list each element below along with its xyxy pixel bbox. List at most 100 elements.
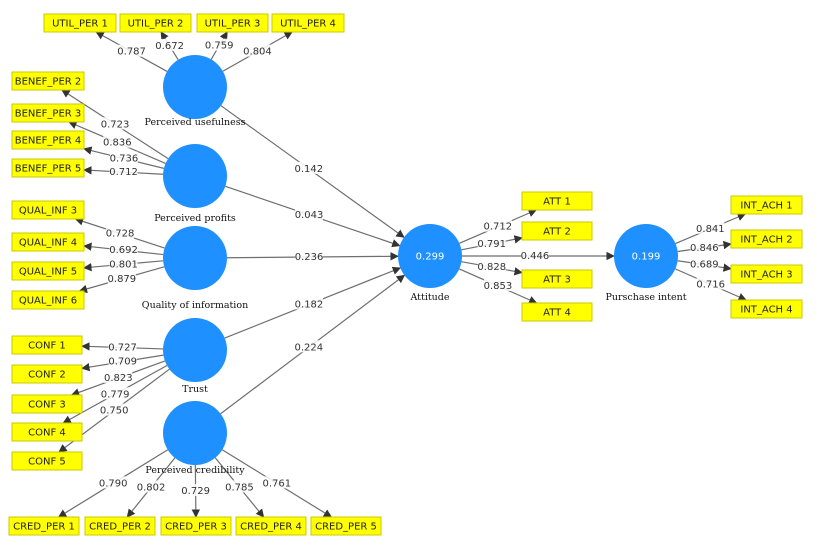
indicator-benef-per-4[interactable]: BENEF_PER 4: [11, 130, 85, 150]
indicator-label: UTIL_PER 1: [52, 19, 108, 30]
indicator-att-3[interactable]: ATT 3: [521, 269, 593, 289]
indicator-box: [11, 335, 83, 355]
indicator-qual-inf-3[interactable]: QUAL_INF 3: [11, 200, 85, 220]
indicator-att-4[interactable]: ATT 4: [521, 302, 593, 322]
indicator-qual-inf-6[interactable]: QUAL_INF 6: [11, 290, 85, 310]
loading-qual-inf-6-weight: 0.879: [108, 274, 137, 285]
indicator-att-2[interactable]: ATT 2: [521, 221, 593, 241]
indicator-box: [11, 364, 83, 384]
indicator-qual-inf-4[interactable]: QUAL_INF 4: [11, 232, 85, 252]
r-squared-value: 0.199: [632, 252, 661, 263]
loading-conf-5-weight: 0.750: [100, 406, 129, 417]
indicator-box: [11, 394, 83, 414]
indicator-conf-2[interactable]: CONF 2: [11, 364, 83, 384]
indicator-int-ach-1[interactable]: INT_ACH 1: [730, 195, 803, 215]
indicator-label: UTIL_PER 4: [280, 19, 336, 30]
indicator-util-per-1[interactable]: UTIL_PER 1: [43, 13, 117, 33]
loading-att-3-weight: 0.828: [477, 262, 506, 273]
loading-cred-per-4-weight-bg: [225, 480, 254, 493]
path-att-pi-weight: 0.446: [521, 251, 550, 262]
path-pc-att-weight: 0.224: [295, 342, 324, 353]
indicator-int-ach-3[interactable]: INT_ACH 3: [730, 264, 803, 284]
indicator-label: ATT 3: [543, 275, 571, 286]
path-pu-att-weight-bg: [294, 161, 323, 174]
indicator-cred-per-4[interactable]: CRED_PER 4: [235, 516, 307, 536]
latent-perceived-credibility[interactable]: Perceived credibility: [145, 401, 245, 476]
indicator-int-ach-2[interactable]: INT_ACH 2: [730, 229, 803, 249]
indicator-cred-per-5[interactable]: CRED_PER 5: [310, 516, 382, 536]
indicator-att-1[interactable]: ATT 1: [521, 191, 593, 211]
loading-benef-per-2-weight: 0.723: [101, 119, 130, 130]
loading-att-1-weight-bg: [483, 219, 512, 232]
loading-int-ach-2-weight-bg: [690, 240, 719, 253]
loading-cred-per-2-weight-bg: [137, 480, 166, 493]
loading-att-4-weight: 0.853: [484, 281, 513, 292]
loading-att-4-weight-bg: [483, 278, 512, 291]
indicator-box: [730, 264, 803, 284]
indicator-box: [11, 261, 85, 281]
latent-label: Attitude: [409, 292, 449, 303]
path-pp-att-weight-bg: [295, 207, 324, 220]
loading-int-ach-1-weight-bg: [696, 221, 725, 234]
latent-quality-of-information[interactable]: Quality of information: [142, 226, 248, 311]
indicator-label: QUAL_INF 6: [19, 296, 77, 307]
indicator-box: [160, 516, 232, 536]
loading-conf-3-weight: 0.823: [104, 373, 133, 384]
path-qi-att-weight: 0.236: [295, 252, 324, 263]
loading-int-ach-3-weight: 0.689: [690, 260, 719, 271]
indicator-util-per-3[interactable]: UTIL_PER 3: [196, 13, 269, 33]
indicator-box: [521, 221, 593, 241]
indicator-util-per-4[interactable]: UTIL_PER 4: [271, 13, 345, 33]
indicator-box: [11, 200, 85, 220]
indicator-cred-per-3[interactable]: CRED_PER 3: [160, 516, 232, 536]
indicator-box: [11, 103, 85, 123]
loading-util-per-3-weight-bg: [205, 38, 234, 51]
indicator-box: [730, 299, 803, 319]
indicator-cred-per-2[interactable]: CRED_PER 2: [84, 516, 156, 536]
latent-circle: [163, 144, 227, 208]
indicator-box: [271, 13, 345, 33]
indicator-conf-3[interactable]: CONF 3: [11, 394, 83, 414]
indicator-benef-per-5[interactable]: BENEF_PER 5: [11, 158, 85, 178]
indicator-label: CONF 5: [28, 457, 66, 468]
indicator-conf-1[interactable]: CONF 1: [11, 335, 83, 355]
loading-conf-2-weight: 0.709: [108, 357, 137, 368]
loading-cred-per-5-weight-bg: [262, 476, 291, 489]
loading-benef-per-4-weight: 0.736: [110, 154, 139, 165]
indicator-qual-inf-5[interactable]: QUAL_INF 5: [11, 261, 85, 281]
latent-label: Trust: [182, 384, 208, 395]
indicator-int-ach-4[interactable]: INT_ACH 4: [730, 299, 803, 319]
latent-perceived-usefulness[interactable]: Perceived usefulness: [145, 55, 246, 128]
loading-benef-per-5-weight-bg: [109, 165, 138, 178]
indicator-label: CONF 3: [28, 400, 66, 411]
indicator-conf-4[interactable]: CONF 4: [11, 422, 83, 442]
indicator-box: [84, 516, 156, 536]
indicator-cred-per-1[interactable]: CRED_PER 1: [8, 516, 80, 536]
indicator-label: QUAL_INF 4: [19, 238, 77, 249]
loading-qual-inf-3-weight: 0.728: [106, 229, 135, 240]
loading-util-per-3-weight: 0.759: [205, 41, 234, 52]
indicator-box: [730, 195, 803, 215]
indicator-benef-per-2[interactable]: BENEF_PER 2: [11, 71, 85, 91]
loading-int-ach-4-weight-bg: [696, 277, 725, 290]
indicator-benef-per-3[interactable]: BENEF_PER 3: [11, 103, 85, 123]
indicator-box: [8, 516, 80, 536]
indicator-label: BENEF_PER 5: [15, 164, 82, 175]
indicator-label: ATT 4: [543, 308, 571, 319]
indicator-util-per-2[interactable]: UTIL_PER 2: [119, 13, 192, 33]
indicator-label: BENEF_PER 4: [15, 136, 82, 147]
latent-perceived-profits[interactable]: Perceived profits: [154, 144, 236, 224]
indicator-label: CRED_PER 4: [240, 522, 302, 533]
loading-int-ach-4-weight: 0.716: [696, 279, 725, 290]
indicator-conf-5[interactable]: CONF 5: [11, 451, 83, 471]
path-qi-att-weight-bg: [295, 250, 324, 263]
indicator-label: BENEF_PER 2: [15, 77, 82, 88]
loading-int-ach-1-weight: 0.841: [696, 224, 725, 235]
latent-trust[interactable]: Trust: [163, 318, 227, 395]
latent-label: Perceived usefulness: [145, 117, 246, 128]
latent-circle: [163, 55, 227, 119]
indicator-label: QUAL_INF 5: [19, 267, 77, 278]
indicator-box: [11, 232, 85, 252]
